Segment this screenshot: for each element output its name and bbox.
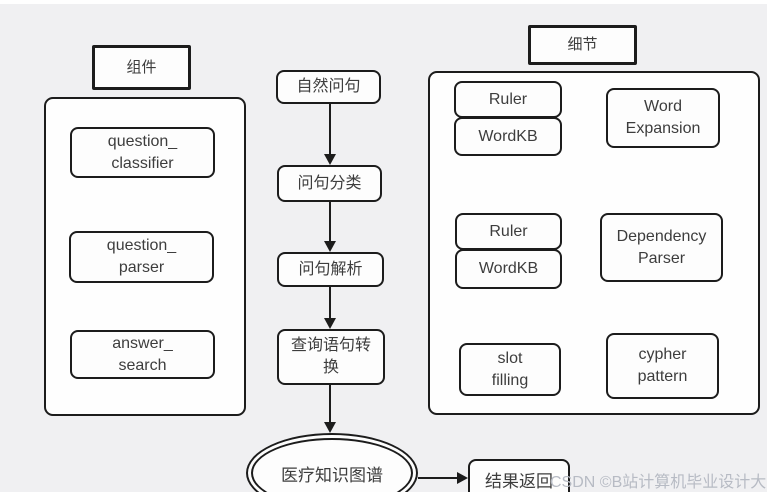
question-classify-label: 问句分类 bbox=[297, 174, 362, 192]
question-classifier-line1: question_ bbox=[107, 132, 178, 150]
arrow-line bbox=[329, 104, 331, 155]
answer-search-line1: answer_ bbox=[112, 334, 173, 352]
dependency-parser-line1: Dependency bbox=[616, 227, 707, 245]
arrow-head bbox=[457, 472, 468, 484]
node-cypher-pattern: cypher pattern bbox=[606, 333, 719, 399]
query-convert-line2: 换 bbox=[322, 359, 339, 376]
csdn-watermark: CSDN ©B站计算机毕业设计大学 bbox=[550, 474, 767, 491]
node-question-classifier: question_ classifier bbox=[70, 127, 215, 178]
cypher-pattern-line2: pattern bbox=[637, 368, 688, 385]
arrow-line bbox=[329, 287, 331, 319]
question-parser-line1: question_ bbox=[106, 237, 177, 254]
query-convert-line1: 查询语句转 bbox=[290, 337, 371, 354]
flow-node-result-return: 结果返回 bbox=[468, 459, 570, 492]
arrow-head bbox=[324, 154, 336, 165]
flow-node-knowledge-graph: 医疗知识图谱 bbox=[246, 433, 418, 492]
question-parse-label: 问句解析 bbox=[298, 260, 363, 278]
arrow-line bbox=[329, 385, 331, 423]
details-title-box: 细节 bbox=[528, 25, 637, 65]
node-question-parser: question_ parser bbox=[69, 231, 214, 283]
arrow-line bbox=[418, 477, 458, 479]
node-ruler-mid: Ruler bbox=[455, 213, 562, 250]
wordkb-top-label: WordKB bbox=[478, 127, 538, 145]
slot-filling-line1: slot bbox=[497, 349, 523, 367]
question-classifier-line2: classifier bbox=[111, 154, 174, 172]
details-title-label: 细节 bbox=[567, 36, 598, 53]
knowledge-graph-label: 医疗知识图谱 bbox=[281, 465, 383, 485]
node-word-expansion: Word Expansion bbox=[606, 88, 720, 148]
flow-node-question-classify: 问句分类 bbox=[277, 165, 382, 202]
arrow-line bbox=[329, 202, 331, 242]
answer-search-line2: search bbox=[118, 356, 167, 374]
arrow-head bbox=[324, 241, 336, 252]
word-expansion-line2: Expansion bbox=[625, 120, 701, 137]
node-slot-filling: slot filling bbox=[459, 343, 561, 396]
flow-node-query-convert: 查询语句转 换 bbox=[277, 329, 385, 385]
components-title-box: 组件 bbox=[92, 45, 191, 90]
page-top-strip bbox=[0, 0, 767, 4]
node-wordkb-mid: WordKB bbox=[455, 249, 562, 289]
slot-filling-line2: filling bbox=[491, 371, 529, 389]
components-title-label: 组件 bbox=[126, 58, 157, 76]
natural-question-label: 自然问句 bbox=[296, 78, 361, 95]
cypher-pattern-line1: cypher bbox=[638, 346, 687, 363]
flow-node-question-parse: 问句解析 bbox=[277, 252, 384, 287]
result-return-label: 结果返回 bbox=[485, 472, 553, 491]
wordkb-mid-label: WordKB bbox=[478, 260, 539, 277]
node-ruler-top: Ruler bbox=[454, 81, 562, 118]
node-wordkb-top: WordKB bbox=[454, 117, 562, 156]
node-dependency-parser: Dependency Parser bbox=[600, 213, 723, 282]
arrow-head bbox=[324, 318, 336, 329]
ruler-mid-label: Ruler bbox=[489, 222, 528, 240]
ruler-top-label: Ruler bbox=[488, 90, 528, 108]
question-parser-line2: parser bbox=[118, 259, 165, 276]
knowledge-graph-inner-ellipse: 医疗知识图谱 bbox=[251, 438, 413, 492]
word-expansion-line1: Word bbox=[644, 98, 682, 115]
arrow-head bbox=[324, 422, 336, 433]
dependency-parser-line2: Parser bbox=[637, 249, 686, 267]
flow-node-natural-question: 自然问句 bbox=[276, 70, 381, 104]
node-answer-search: answer_ search bbox=[70, 330, 215, 379]
